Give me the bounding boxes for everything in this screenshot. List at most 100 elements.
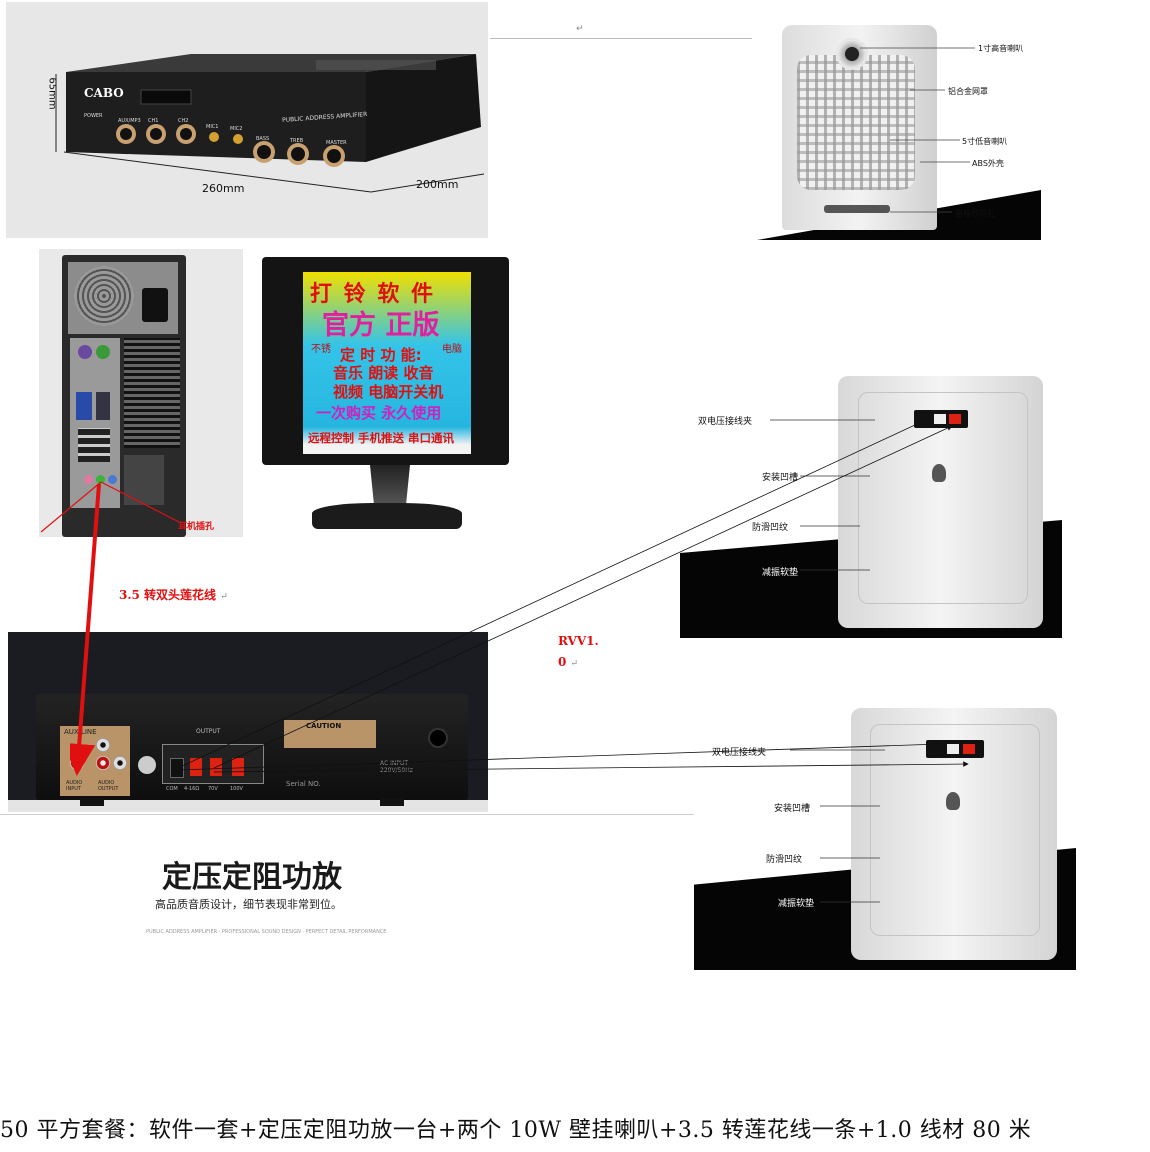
speaker-front-label-woofer: 5寸低音喇叭 bbox=[962, 137, 1008, 146]
audio-jack-pink bbox=[84, 475, 93, 484]
amp-knob-label: AUX/MP3 bbox=[118, 118, 141, 124]
power-socket bbox=[142, 288, 168, 322]
caution-sticker bbox=[284, 720, 376, 748]
amp-top-drawing bbox=[55, 54, 485, 193]
promo-subtitle: 高品质音质设计，细节表现非常到位。 bbox=[155, 898, 342, 911]
package-caption: 50 平方套餐：软件一套+定压定阻功放一台+两个 10W 壁挂喇叭+3.5 转莲… bbox=[0, 1118, 1032, 1143]
monitor-line1: 打 铃 软 件 bbox=[310, 282, 435, 307]
amp-knob-label: MIC1 bbox=[206, 124, 219, 130]
amp-knob-label: CH2 bbox=[178, 118, 189, 124]
cable-label-text: 3.5 转双头莲花线 bbox=[119, 588, 217, 602]
speaker-back-1-label-mount: 安装凹槽 bbox=[762, 473, 799, 483]
rvv-label-line1: RVV1. bbox=[558, 634, 599, 648]
speaker-back-1-leaders bbox=[770, 419, 875, 571]
speaker-front-leaders bbox=[860, 47, 975, 213]
headphone-label: 耳机插孔 bbox=[178, 522, 215, 532]
fan-icon bbox=[74, 266, 134, 326]
power-cord-icon bbox=[428, 728, 448, 748]
promo-title: 定压定阻功放 bbox=[162, 860, 342, 895]
ac-input-label: AC INPUT 220V/50Hz bbox=[380, 760, 413, 774]
ps2-port bbox=[78, 345, 92, 359]
caution-label: CAUTION bbox=[306, 722, 342, 730]
speaker-front-label-port: 音箱导向孔 bbox=[955, 209, 995, 218]
amp-width-dim: 260mm bbox=[202, 182, 245, 195]
audio-output-label: AUDIO OUTPUT bbox=[98, 780, 119, 792]
ps2-port-2 bbox=[96, 345, 110, 359]
speaker-back-1-terminal-white bbox=[934, 414, 946, 424]
speaker-front-label-grille: 铝合金网罩 bbox=[948, 87, 988, 96]
speaker-front-label-shell: ABS外壳 bbox=[972, 159, 1004, 168]
monitor-line2: 官方 正版 bbox=[322, 310, 440, 341]
audio-jack-green bbox=[96, 475, 105, 484]
speaker-back-2-label-ribs: 防滑凹纹 bbox=[766, 855, 803, 865]
cable-label: 3.5 转双头莲花线 ↵ bbox=[119, 588, 228, 602]
pc-vent bbox=[124, 338, 180, 448]
amp-knob-label: MIC2 bbox=[230, 126, 243, 132]
amp-knob-label: BASS bbox=[256, 136, 270, 142]
amp-knob-label: CH1 bbox=[148, 118, 159, 124]
speaker-back-2-terminal-red bbox=[963, 744, 975, 754]
amp-foot-right bbox=[380, 798, 404, 806]
speaker-back-2-label-mount: 安装凹槽 bbox=[774, 804, 811, 814]
monitor-stand-neck bbox=[370, 465, 410, 505]
terminal-label-4-16: 4-16Ω bbox=[184, 786, 200, 792]
speaker-back-1-inner bbox=[858, 392, 1028, 604]
terminal-com bbox=[170, 758, 184, 778]
serial-label: Serial NO. bbox=[286, 780, 321, 788]
speaker-back-1-label-terminal: 双电压接线夹 bbox=[698, 417, 753, 427]
monitor-line5: 视频 电脑开关机 bbox=[333, 383, 444, 401]
speaker-back-1-label-ribs: 防滑凹纹 bbox=[752, 523, 789, 533]
ground-screw bbox=[138, 756, 156, 774]
terminal-4-16 bbox=[190, 758, 202, 776]
rca-jack-3 bbox=[96, 738, 110, 752]
paragraph-mark: ↵ bbox=[576, 24, 584, 34]
speaker-back-2-terminal-white bbox=[947, 744, 959, 754]
monitor-line6: 一次购买 永久使用 bbox=[316, 404, 442, 422]
monitor-line7: 远程控制 手机推送 串口通讯 bbox=[308, 431, 455, 445]
monitor-line4: 音乐 朗读 收音 bbox=[333, 364, 434, 382]
amp-foot-left bbox=[80, 798, 104, 806]
speaker-grille-v bbox=[797, 55, 915, 190]
vga-port bbox=[76, 392, 92, 420]
audio-input-label: AUDIO INPUT bbox=[66, 780, 83, 792]
rvv-label-line2: 0 ↵ bbox=[558, 655, 579, 669]
monitor-left-tag: 不锈 bbox=[311, 344, 331, 355]
doc-rule-mid-right bbox=[490, 814, 694, 815]
usb-ports bbox=[78, 428, 110, 462]
rca-jack-2 bbox=[96, 756, 110, 770]
monitor-right-tag: 电脑 bbox=[442, 344, 462, 355]
speaker-back-2-label-terminal: 双电压接线夹 bbox=[712, 748, 767, 758]
amp-back-glow bbox=[8, 800, 488, 812]
headphone-pointer bbox=[40, 481, 180, 533]
speaker-back-1-keyhole bbox=[932, 464, 946, 482]
monitor-stand-base bbox=[312, 503, 462, 529]
promo-fine-print: PUBLIC ADDRESS AMPLIFIER · PROFESSIONAL … bbox=[146, 929, 387, 935]
amp-depth-dim: 200mm bbox=[416, 178, 459, 191]
speaker-back-1-terminal-red bbox=[949, 414, 961, 424]
rca-jack-4 bbox=[113, 756, 127, 770]
terminal-label-com: COM bbox=[166, 786, 178, 792]
speaker-back-1-label-pad: 减振软垫 bbox=[762, 568, 799, 578]
terminal-label-100v: 100V bbox=[230, 786, 243, 792]
monitor-screen bbox=[303, 272, 471, 454]
terminal-label-70v: 70V bbox=[208, 786, 218, 792]
monitor-line3: 定 时 功 能: bbox=[340, 346, 422, 364]
speaker-back-2-keyhole bbox=[946, 792, 960, 810]
amp-knob-label: TREB bbox=[290, 138, 304, 144]
output-label: OUTPUT bbox=[196, 728, 221, 735]
speaker-slot bbox=[824, 205, 890, 213]
doc-rule-mid-left bbox=[0, 814, 490, 815]
speaker-back-2-leaders bbox=[790, 749, 885, 903]
serial-port bbox=[96, 392, 110, 420]
speaker-back-2-label-pad: 减振软垫 bbox=[778, 899, 815, 909]
amp-power-label: POWER bbox=[84, 113, 103, 119]
amp-brand: CABO bbox=[84, 86, 124, 100]
speaker-back-2-inner bbox=[870, 724, 1040, 936]
audio-jack-blue bbox=[108, 475, 117, 484]
tweeter bbox=[836, 38, 868, 70]
speaker-front-label-tweeter: 1寸高音喇叭 bbox=[978, 44, 1024, 53]
rvv-label-line2-text: 0 bbox=[558, 655, 567, 669]
amp-knob-label: MASTER bbox=[326, 140, 347, 146]
doc-rule-top bbox=[490, 38, 752, 39]
